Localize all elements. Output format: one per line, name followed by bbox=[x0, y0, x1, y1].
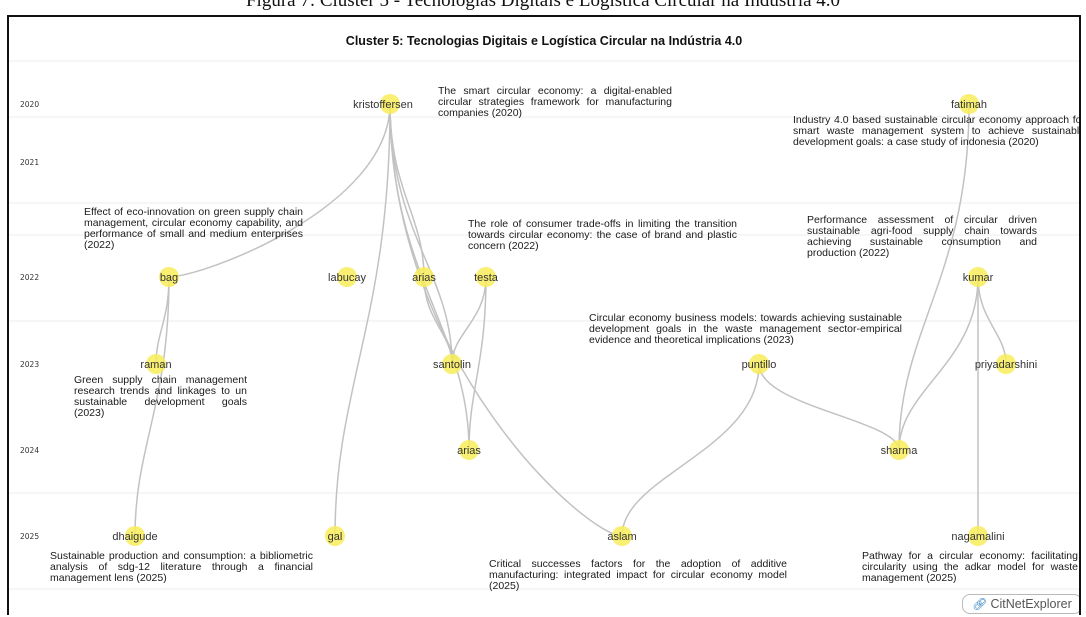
node-label: nagamalini bbox=[951, 531, 1004, 543]
node-dot[interactable] bbox=[337, 267, 357, 287]
node-fatimah[interactable]: fatimah bbox=[951, 94, 987, 114]
node-label: aslam bbox=[607, 531, 636, 543]
node-priyadarshini[interactable]: priyadarshini bbox=[975, 354, 1037, 374]
node-label: sharma bbox=[881, 445, 919, 457]
node-dot[interactable] bbox=[442, 354, 462, 374]
figure-caption: Figura 7: Cluster 5 - Tecnologias Digita… bbox=[245, 0, 841, 11]
node-label: dhaigude bbox=[112, 531, 157, 543]
node-label: priyadarshini bbox=[975, 359, 1037, 371]
node-dot[interactable] bbox=[968, 526, 988, 546]
node-label: raman bbox=[140, 359, 171, 371]
pub-fatimah: Industry 4.0 based sustainable circular … bbox=[793, 114, 1081, 148]
node-dot[interactable] bbox=[968, 267, 988, 287]
node-label: fatimah bbox=[951, 99, 987, 111]
node-label: labucay bbox=[328, 272, 366, 284]
pub-kumar: Performance assessment of circular drive… bbox=[807, 214, 1037, 259]
node-label: santolin bbox=[433, 359, 471, 371]
node-dot[interactable] bbox=[414, 267, 434, 287]
pub-nagamalini: Pathway for a circular economy: facilita… bbox=[862, 550, 1078, 584]
node-gal[interactable]: gal bbox=[325, 526, 345, 546]
node-label: arias bbox=[412, 272, 436, 284]
node-kristoffersen[interactable]: kristoffersen bbox=[353, 94, 413, 114]
node-bag[interactable]: bag bbox=[159, 267, 179, 287]
citation-edge bbox=[621, 363, 760, 537]
citation-edge bbox=[898, 103, 970, 451]
node-dot[interactable] bbox=[612, 526, 632, 546]
citnetexplorer-logo-icon: 🔗︎ bbox=[972, 597, 988, 611]
node-dot[interactable] bbox=[380, 94, 400, 114]
node-dot[interactable] bbox=[996, 354, 1016, 374]
citation-edge bbox=[758, 363, 900, 451]
node-aslam[interactable]: aslam bbox=[607, 526, 637, 546]
chart-title: Cluster 5: Tecnologias Digitais e Logíst… bbox=[345, 34, 743, 48]
node-label: kumar bbox=[963, 272, 994, 284]
node-labucay[interactable]: labucay bbox=[328, 267, 366, 287]
node-label: bag bbox=[160, 272, 178, 284]
citation-edge bbox=[334, 103, 391, 537]
citation-network-panel: Cluster 5: Tecnologias Digitais e Logíst… bbox=[7, 15, 1081, 615]
citation-network: 2020 2021 2022 2023 2024 2025 kristoffersen fa… bbox=[9, 60, 1079, 590]
year-label: 2022 bbox=[20, 273, 39, 282]
node-dot[interactable] bbox=[146, 354, 166, 374]
node-nagamalini[interactable]: nagamalini bbox=[951, 526, 1005, 546]
citation-edge bbox=[134, 276, 170, 537]
node-santolin[interactable]: santolin bbox=[433, 354, 471, 374]
node-arias2024[interactable]: arias bbox=[457, 440, 481, 460]
pub-testa: The role of consumer trade-offs in limit… bbox=[468, 218, 737, 252]
year-label: 2020 bbox=[20, 100, 39, 109]
node-dot[interactable] bbox=[476, 267, 496, 287]
node-dot[interactable] bbox=[889, 440, 909, 460]
citation-edge bbox=[898, 276, 979, 451]
citation-edge bbox=[468, 276, 487, 451]
citation-edge bbox=[389, 103, 623, 537]
node-sharma[interactable]: sharma bbox=[881, 440, 919, 460]
citnetexplorer-logo: 🔗︎ CitNetExplorer bbox=[962, 594, 1079, 614]
node-label: testa bbox=[474, 272, 499, 284]
pub-raman: Green supply chain management research t… bbox=[74, 374, 247, 419]
node-label: arias bbox=[457, 445, 481, 457]
citation-edge bbox=[168, 103, 391, 278]
pub-puntillo: Circular economy business models: toward… bbox=[589, 312, 902, 346]
pub-kristoffersen: The smart circular economy: a digital-en… bbox=[438, 85, 672, 119]
node-dot[interactable] bbox=[325, 526, 345, 546]
node-kumar[interactable]: kumar bbox=[963, 267, 994, 287]
pub-dhaigude: Sustainable production and consumption: … bbox=[50, 550, 313, 584]
node-puntillo[interactable]: puntillo bbox=[742, 354, 777, 374]
node-dot[interactable] bbox=[125, 526, 145, 546]
node-dot[interactable] bbox=[749, 354, 769, 374]
node-label: gal bbox=[328, 531, 343, 543]
node-label: kristoffersen bbox=[353, 99, 413, 111]
node-raman[interactable]: raman bbox=[140, 354, 172, 374]
year-label: 2023 bbox=[20, 360, 39, 369]
year-label: 2021 bbox=[20, 158, 39, 167]
node-dot[interactable] bbox=[159, 267, 179, 287]
logo-text: CitNetExplorer bbox=[990, 597, 1072, 611]
node-label: puntillo bbox=[742, 359, 777, 371]
node-dot[interactable] bbox=[959, 94, 979, 114]
node-dhaigude[interactable]: dhaigude bbox=[112, 526, 158, 546]
node-arias2022[interactable]: arias bbox=[412, 267, 436, 287]
node-dot[interactable] bbox=[459, 440, 479, 460]
node-testa[interactable]: testa bbox=[474, 267, 499, 287]
pub-bag: Effect of eco-innovation on green supply… bbox=[84, 206, 303, 251]
year-label: 2024 bbox=[20, 446, 39, 455]
year-label: 2025 bbox=[20, 532, 39, 541]
pub-aslam: Critical successes factors for the adopt… bbox=[489, 558, 787, 592]
citation-edge bbox=[389, 103, 425, 278]
citation-edge bbox=[389, 103, 453, 365]
